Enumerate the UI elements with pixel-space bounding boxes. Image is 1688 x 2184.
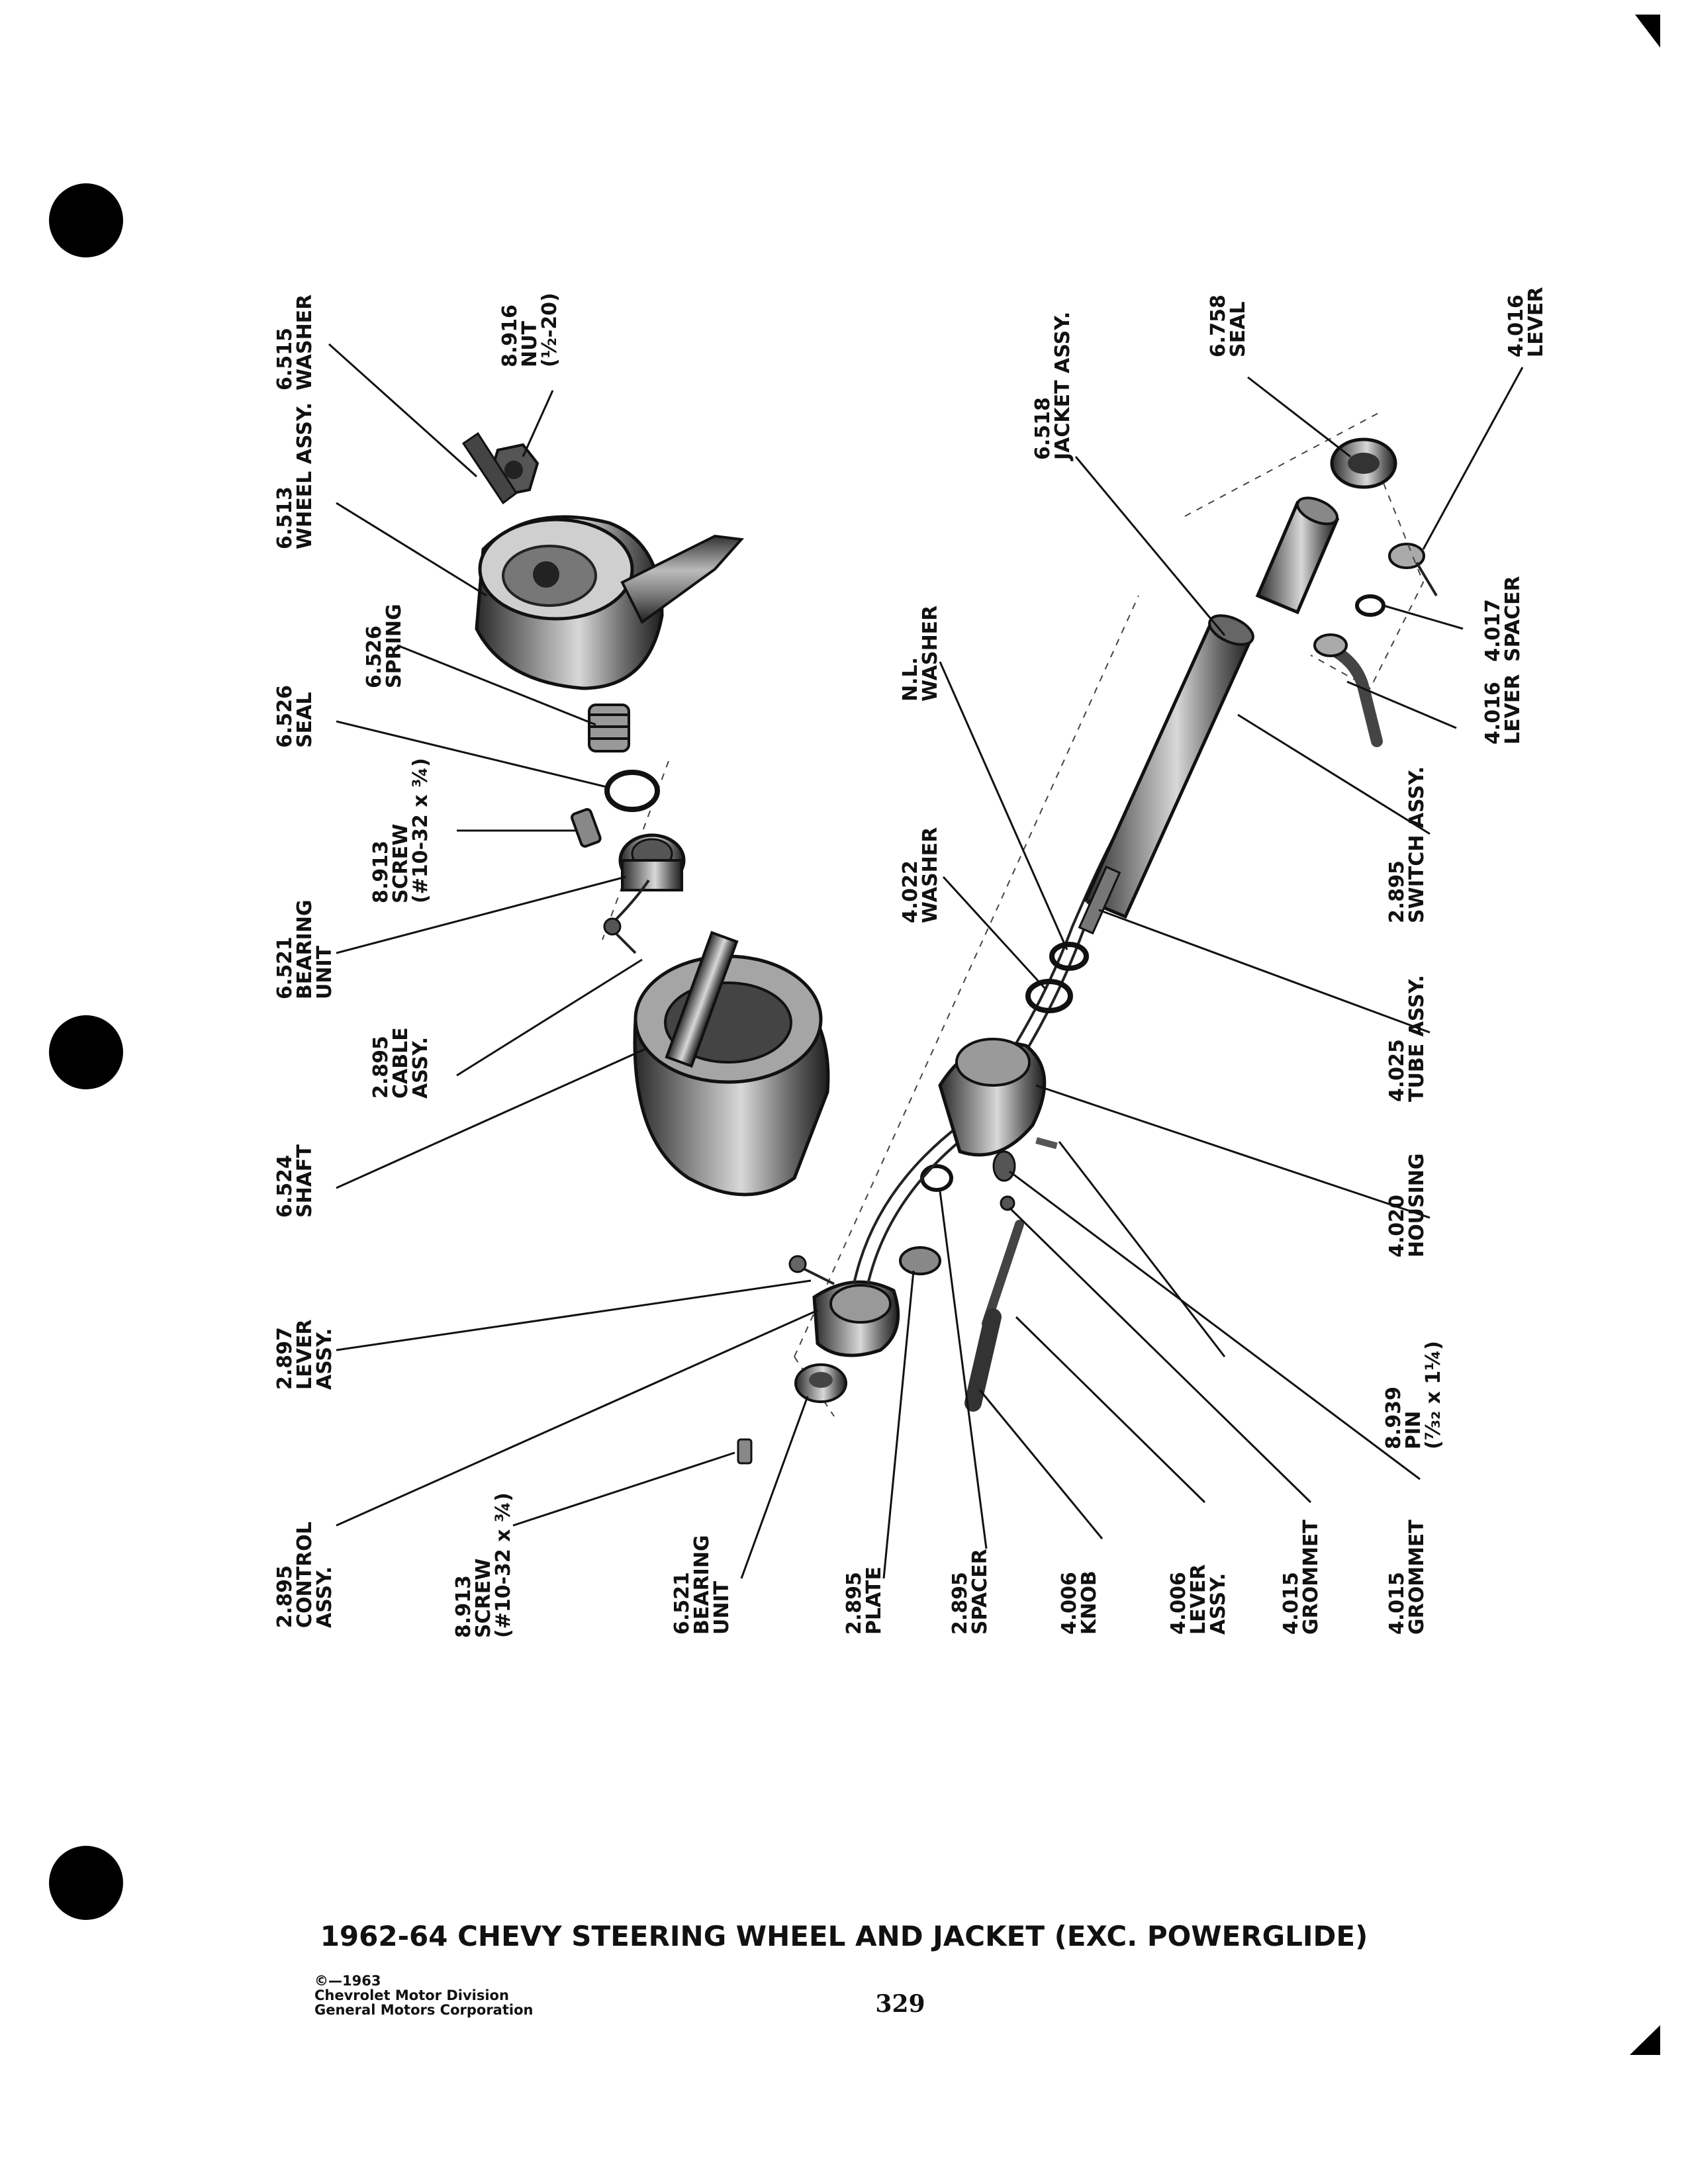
label-lever-4006: 4.006LEVERASSY.	[1167, 1565, 1230, 1635]
lever-assembly-part-lower	[982, 1220, 1024, 1328]
label-pin-8939: 8.939PIN(⁷⁄₃₂ x 1¼)	[1382, 1341, 1445, 1449]
label-seal-6758: 6.758SEAL	[1207, 295, 1250, 357]
binder-hole-top	[49, 183, 123, 257]
callout-labels: 6.515WASHER 8.916NUT(½-20) 6.513WHEEL AS…	[273, 287, 1548, 1638]
knob-part	[964, 1308, 1002, 1412]
lever-part-lower	[1313, 633, 1383, 747]
control-assembly-part	[812, 1280, 900, 1357]
label-grommet-4015-a: 4.015GROMMET	[1280, 1520, 1323, 1635]
corner-mark-top	[1635, 15, 1660, 48]
lever-part-upper	[1388, 543, 1438, 597]
cable-part	[603, 879, 650, 954]
lever-assembly-part	[788, 1255, 835, 1285]
column-upper-housing-part	[633, 954, 830, 1197]
label-spacer-2895: 2.895SPACER	[949, 1549, 992, 1635]
jacket-switch-assembly-part	[1083, 614, 1254, 919]
plate-part	[899, 1246, 941, 1275]
screw-part-upper	[571, 808, 602, 848]
label-wheel-6513: 6.513WHEEL ASSY.	[273, 402, 316, 549]
label-switch-2895: 2.895SWITCH ASSY.	[1385, 766, 1429, 923]
label-housing-4020: 4.020HOUSING	[1385, 1154, 1429, 1257]
washer-part-4022	[1025, 979, 1073, 1013]
spacer-part-upper	[1355, 594, 1385, 617]
copyright-credit: ©—1963 Chevrolet Motor Division General …	[314, 1973, 533, 2018]
steering-wheel-hub-part	[475, 515, 745, 690]
label-control-2895: 2.895CONTROLASSY.	[273, 1522, 336, 1628]
label-spring-6526: 6.526SPRING	[363, 604, 406, 688]
seal-ring-part	[604, 770, 660, 812]
corner-mark-bottom	[1630, 2025, 1660, 2055]
screw-part-lower	[737, 1438, 753, 1465]
page-title: 1962-64 CHEVY STEERING WHEEL AND JACKET …	[320, 1920, 1368, 1952]
grommet-part-b	[1000, 1195, 1015, 1211]
label-grommet-4015-b: 4.015GROMMET	[1385, 1520, 1429, 1635]
label-nl-washer: N.L.WASHER	[899, 606, 942, 702]
label-bearing-6521-upper: 6.521BEARINGUNIT	[273, 899, 336, 999]
binder-hole-middle	[49, 1015, 123, 1089]
page-number: 329	[875, 1990, 925, 2018]
label-spacer-4017: 4.017SPACER	[1481, 576, 1524, 662]
label-jacket-6518: 6.518JACKET ASSY.	[1031, 312, 1074, 461]
label-lever-4016-upper: 4.016LEVER	[1505, 287, 1548, 357]
seal-part-6758	[1330, 437, 1397, 489]
pin-part	[1035, 1137, 1058, 1150]
label-plate-2895: 2.895PLATE	[843, 1567, 886, 1635]
label-nut-8916: 8.916NUT(½-20)	[498, 293, 561, 367]
exploded-parts-illustration	[461, 410, 1438, 1465]
label-shaft-6524: 6.524SHAFT	[273, 1144, 316, 1218]
leader-lines	[328, 343, 1524, 1579]
label-tube-4025: 4.025TUBE ASSY.	[1385, 975, 1429, 1102]
label-washer-4022: 4.022WASHER	[899, 827, 942, 923]
label-washer-6515: 6.515WASHER	[273, 295, 316, 390]
label-screw-8913-upper: 8.913SCREW(#10-32 x ¾)	[369, 758, 432, 903]
shaft-part	[665, 931, 739, 1068]
label-seal-6526: 6.526SEAL	[273, 685, 316, 748]
bearing-unit-part-upper	[618, 833, 686, 891]
washer-part	[461, 432, 518, 505]
tube-part	[1078, 865, 1121, 935]
label-lever-4016-lower: 4.016LEVER	[1481, 674, 1524, 745]
label-lever-2897: 2.897LEVERASSY.	[273, 1320, 336, 1390]
label-cable-2895: 2.895CABLEASSY.	[369, 1027, 432, 1099]
bearing-unit-part-lower	[794, 1363, 847, 1403]
spacer-part-lower	[920, 1164, 953, 1192]
grommet-part-a	[992, 1150, 1016, 1182]
label-screw-8913-lower: 8.913SCREW(#10-32 x ¾)	[452, 1492, 515, 1638]
spring-part	[588, 704, 630, 752]
label-bearing-6521-lower: 6.521BEARINGUNIT	[671, 1535, 733, 1635]
binder-hole-bottom	[49, 1846, 123, 1920]
label-knob-4006: 4.006KNOB	[1058, 1570, 1101, 1635]
nl-washer-part	[1049, 942, 1089, 971]
jacket-upper-part	[1255, 496, 1340, 615]
housing-part	[938, 1038, 1047, 1157]
